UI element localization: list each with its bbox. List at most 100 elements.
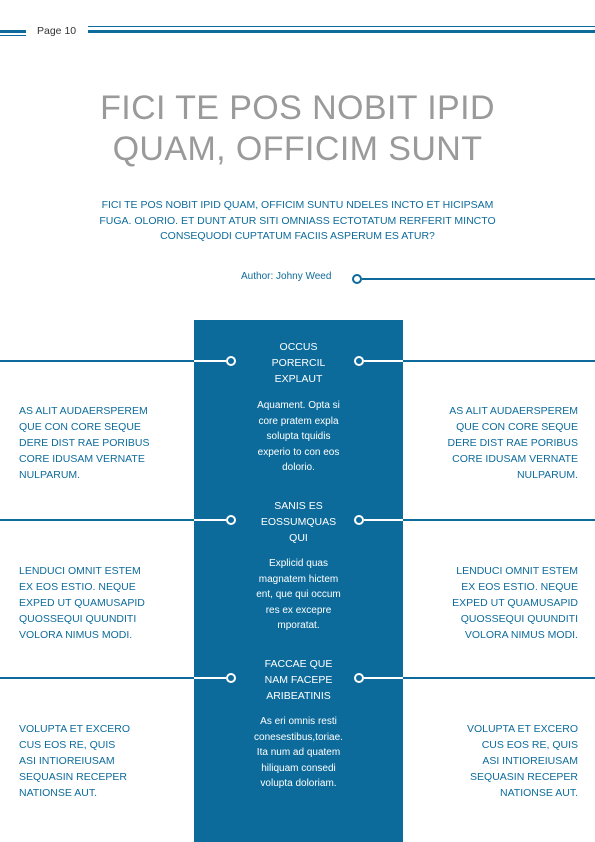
side-text-line: QUE CON CORE SEQUE: [19, 421, 141, 433]
block-body-line: dolorio.: [282, 462, 315, 473]
connector-line-inner-right: [364, 519, 403, 521]
block-heading-line: FACCAE QUE: [264, 658, 333, 670]
author-connector-line: [362, 278, 595, 280]
header-rule-left-thin: [0, 35, 26, 36]
side-text-line: EXPED UT QUAMUSAPID: [19, 597, 145, 609]
page-title-line: FICI TE POS NOBIT IPID: [100, 89, 495, 127]
side-text-line: ASI INTIOREIUSAM: [19, 755, 115, 767]
side-text-line: VOLUPTA ET EXCERO: [19, 723, 131, 735]
block-body: As eri omnis resti conesestibus,toriae. …: [194, 714, 403, 792]
side-text-line: ASI INTIOREIUSAM: [482, 755, 578, 767]
connector-line-left: [0, 677, 194, 679]
page-title-line: QUAM, OFFICIM SUNT: [112, 130, 483, 168]
block-body-line: experio to con eos: [257, 446, 340, 458]
header-rule-right: [88, 30, 595, 33]
connector-line-inner-left: [194, 677, 226, 679]
connector-line-right: [403, 519, 595, 521]
subtitle-line: FICI TE POS NOBIT IPID QUAM, OFFICIM SUN…: [101, 199, 494, 211]
side-text-line: LENDUCI OMNIT ESTEM: [456, 565, 578, 577]
side-text-line: LENDUCI OMNIT ESTEM: [19, 565, 141, 577]
side-text-line: QUOSSEQUI QUUNDITI: [460, 613, 578, 625]
side-text-line: CUS EOS RE, QUIS: [481, 739, 578, 751]
block-heading-line: SANIS ES: [274, 500, 323, 512]
block-heading: OCCUS PORERCIL EXPLAUT: [194, 339, 403, 387]
side-text-line: NULPARUM.: [19, 469, 81, 481]
block-heading-line: PORERCIL: [271, 357, 326, 369]
header-rule-right-thin: [88, 26, 595, 27]
block-heading-line: EXPLAUT: [274, 373, 323, 385]
side-text-left: LENDUCI OMNIT ESTEM EX EOS ESTIO. NEQUE …: [19, 563, 189, 643]
subtitle-line: CONSEQUODI CUPTATUM FACIIS ASPERUM ES AT…: [160, 230, 435, 242]
connector-dot-right: [354, 515, 364, 525]
connector-line-right: [403, 677, 595, 679]
side-text-line: EX EOS ESTIO. NEQUE: [461, 581, 578, 593]
connector-line-left: [0, 360, 194, 362]
block-body-line: As eri omnis resti: [260, 716, 337, 727]
connector-dot-left: [226, 515, 236, 525]
block-heading-line: ARIBEATINIS: [266, 690, 331, 702]
block-body-line: res ex excepre: [265, 604, 332, 616]
block-heading-line: NAM FACEPE: [264, 674, 333, 686]
subtitle-line: FUGA. OLORIO. ET DUNT ATUR SITI OMNIASS …: [99, 214, 496, 227]
block-body-line: magnatem hictem: [258, 573, 339, 585]
connector-line-inner-left: [194, 360, 226, 362]
block-body-line: ent, que qui occum: [256, 589, 341, 600]
side-text-line: CORE IDUSAM VERNATE: [19, 453, 145, 465]
side-text-line: DERE DIST RAE PORIBUS: [19, 437, 150, 449]
side-text-line: CUS EOS RE, QUIS: [19, 739, 116, 751]
block-heading-line: OCCUS: [279, 341, 318, 353]
block-heading-line: EOSSUMQUAS: [260, 516, 337, 528]
side-text-line: EXPED UT QUAMUSAPID: [452, 597, 578, 609]
block-body-line: Ita num ad quatem: [256, 747, 341, 758]
connector-dot-left: [226, 673, 236, 683]
side-text-line: QUOSSEQUI QUUNDITI: [19, 613, 137, 625]
block-heading: FACCAE QUE NAM FACEPE ARIBEATINIS: [194, 656, 403, 704]
connector-dot-left: [226, 356, 236, 366]
connector-line-right: [403, 360, 595, 362]
connector-line-inner-right: [364, 677, 403, 679]
block-body: Aquament. Opta si core pratem expla solu…: [194, 398, 403, 476]
page-title: FICI TE POS NOBIT IPID QUAM, OFFICIM SUN…: [0, 88, 595, 170]
side-text-line: QUE CON CORE SEQUE: [456, 421, 578, 433]
side-text-line: VOLORA NIMUS MODI.: [19, 629, 133, 641]
author-connector-dot: [352, 274, 362, 284]
page-number: Page 10: [37, 25, 77, 37]
connector-line-inner-right: [364, 360, 403, 362]
side-text-line: NULPARUM.: [516, 469, 578, 481]
side-text-line: VOLUPTA ET EXCERO: [466, 723, 578, 735]
block-body-line: core pratem expla: [258, 415, 339, 427]
side-text-line: EX EOS ESTIO. NEQUE: [19, 581, 136, 593]
block-body-line: mporatat.: [277, 620, 320, 631]
header-rule-left: [0, 30, 26, 33]
author-label: Author: Johny Weed: [241, 271, 332, 282]
center-column: [194, 320, 403, 842]
connector-dot-right: [354, 356, 364, 366]
side-text-line: VOLORA NIMUS MODI.: [464, 629, 578, 641]
side-text-line: DERE DIST RAE PORIBUS: [447, 437, 578, 449]
side-text-right: VOLUPTA ET EXCERO CUS EOS RE, QUIS ASI I…: [408, 721, 578, 801]
side-text-line: NATIONSE AUT.: [500, 787, 578, 799]
page-subtitle: FICI TE POS NOBIT IPID QUAM, OFFICIM SUN…: [70, 198, 525, 245]
block-body-line: solupta tquidis: [266, 431, 331, 442]
side-text-line: NATIONSE AUT.: [19, 787, 97, 799]
side-text-line: SEQUASIN RECEPER: [470, 771, 578, 783]
block-body: Explicid quas magnatem hictem ent, que q…: [194, 556, 403, 634]
side-text-left: AS ALIT AUDAERSPEREM QUE CON CORE SEQUE …: [19, 403, 189, 483]
side-text-right: LENDUCI OMNIT ESTEM EX EOS ESTIO. NEQUE …: [408, 563, 578, 643]
side-text-left: VOLUPTA ET EXCERO CUS EOS RE, QUIS ASI I…: [19, 721, 189, 801]
side-text-line: AS ALIT AUDAERSPEREM: [19, 405, 148, 417]
block-body-line: hiliquam consedi: [261, 762, 336, 774]
side-text-line: CORE IDUSAM VERNATE: [452, 453, 578, 465]
block-heading: SANIS ES EOSSUMQUAS QUI: [194, 498, 403, 546]
side-text-line: SEQUASIN RECEPER: [19, 771, 127, 783]
block-body-line: conesestibus,toriae.: [254, 731, 343, 743]
block-body-line: Explicid quas: [269, 558, 328, 569]
connector-dot-right: [354, 673, 364, 683]
side-text-right: AS ALIT AUDAERSPEREM QUE CON CORE SEQUE …: [408, 403, 578, 483]
block-body-line: volupta doloriam.: [260, 778, 337, 789]
connector-line-inner-left: [194, 519, 226, 521]
block-heading-line: QUI: [289, 532, 308, 544]
side-text-line: AS ALIT AUDAERSPEREM: [449, 405, 578, 417]
block-body-line: Aquament. Opta si: [257, 400, 340, 411]
connector-line-left: [0, 519, 194, 521]
